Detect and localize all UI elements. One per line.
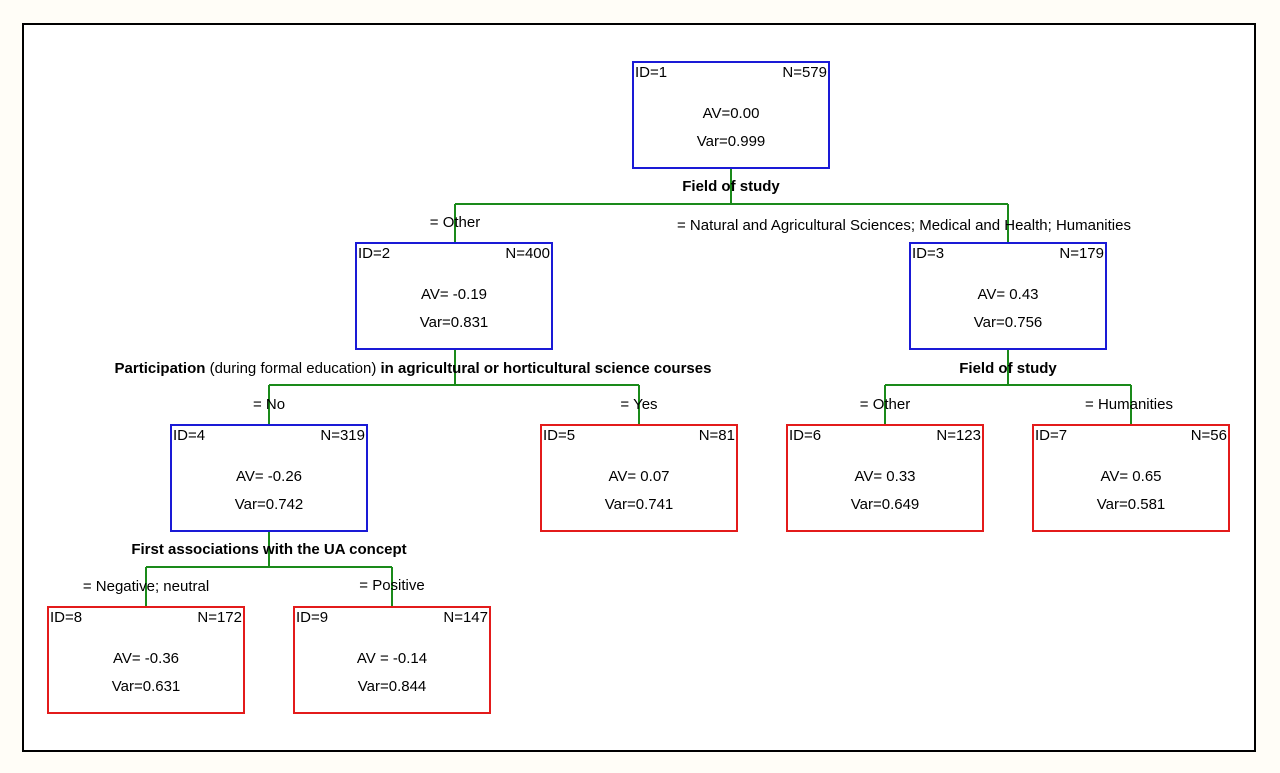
split-label-node2-part1: Participation (114, 360, 206, 377)
tree-node-2: ID=2 N=400 AV= -0.19 Var=0.831 (355, 242, 553, 350)
split-label-node2-part3: in agricultural or horticultural science… (380, 360, 712, 377)
node-variance: Var=0.581 (1096, 496, 1166, 513)
node-average: AV= 0.65 (1100, 468, 1162, 485)
node-average: AV = -0.14 (356, 650, 428, 667)
node-count: N=123 (936, 427, 981, 444)
node-count: N=400 (505, 245, 550, 262)
node-id: ID=9 (296, 609, 329, 626)
tree-node-6: ID=6 N=123 AV= 0.33 Var=0.649 (786, 424, 984, 532)
node-id: ID=5 (543, 427, 576, 444)
node-id: ID=8 (50, 609, 83, 626)
tree-node-5: ID=5 N=81 AV= 0.07 Var=0.741 (540, 424, 738, 532)
tree-node-4: ID=4 N=319 AV= -0.26 Var=0.742 (170, 424, 368, 532)
node-variance: Var=0.742 (234, 496, 304, 513)
split-label-node4: First associations with the UA concept (131, 541, 407, 558)
node-variance: Var=0.631 (111, 678, 181, 695)
node-id: ID=3 (912, 245, 945, 262)
node-variance: Var=0.999 (696, 133, 766, 150)
node-average: AV= 0.43 (977, 286, 1039, 303)
branch-label-node5: = Yes (620, 396, 658, 413)
branch-label-node7: = Humanities (1085, 396, 1173, 413)
node-average: AV= 0.07 (608, 468, 670, 485)
node-count: N=579 (782, 64, 827, 81)
node-average: AV= -0.19 (420, 286, 487, 303)
node-variance: Var=0.831 (419, 314, 489, 331)
node-average: AV=0.00 (702, 105, 760, 122)
node-variance: Var=0.741 (604, 496, 674, 513)
split-label-node2-part2: (during formal education) (205, 360, 381, 377)
node-average: AV= 0.33 (854, 468, 916, 485)
node-count: N=172 (197, 609, 242, 626)
node-id: ID=6 (789, 427, 822, 444)
node-id: ID=7 (1035, 427, 1068, 444)
branch-label-node3: = Natural and Agricultural Sciences; Med… (677, 217, 1131, 234)
tree-node-7: ID=7 N=56 AV= 0.65 Var=0.581 (1032, 424, 1230, 532)
tree-node-8: ID=8 N=172 AV= -0.36 Var=0.631 (47, 606, 245, 714)
split-label-root: Field of study (682, 178, 780, 195)
branch-label-node2: = Other (429, 214, 481, 231)
node-count: N=81 (698, 427, 735, 444)
node-count: N=147 (443, 609, 488, 626)
tree-node-3: ID=3 N=179 AV= 0.43 Var=0.756 (909, 242, 1107, 350)
tree-node-1: ID=1 N=579 AV=0.00 Var=0.999 (632, 61, 830, 169)
node-id: ID=2 (358, 245, 391, 262)
node-count: N=179 (1059, 245, 1104, 262)
node-count: N=56 (1190, 427, 1227, 444)
node-variance: Var=0.649 (850, 496, 920, 513)
node-id: ID=1 (635, 64, 668, 81)
split-label-node2: Participation (during formal education) … (115, 360, 712, 377)
node-variance: Var=0.844 (357, 678, 427, 695)
node-count: N=319 (320, 427, 365, 444)
node-average: AV= -0.36 (112, 650, 179, 667)
node-variance: Var=0.756 (973, 314, 1043, 331)
branch-label-node8: = Negative; neutral (82, 578, 210, 595)
branch-label-node6: = Other (859, 396, 911, 413)
branch-label-node4: = No (252, 396, 286, 413)
split-label-node3: Field of study (959, 360, 1057, 377)
branch-label-node9: = Positive (359, 577, 425, 594)
tree-node-9: ID=9 N=147 AV = -0.14 Var=0.844 (293, 606, 491, 714)
node-average: AV= -0.26 (235, 468, 302, 485)
node-id: ID=4 (173, 427, 206, 444)
